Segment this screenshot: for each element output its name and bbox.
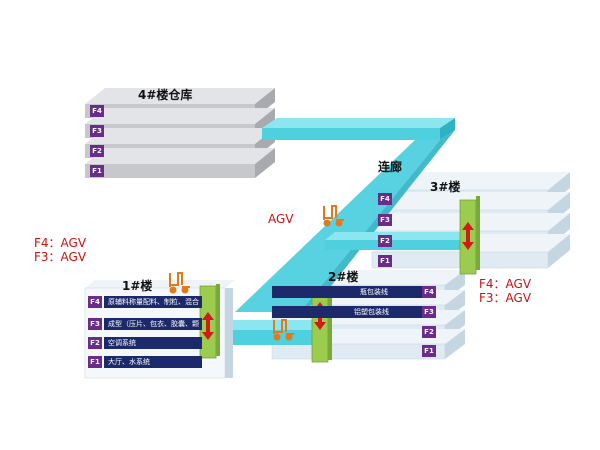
note-left-line2: F3：AGV <box>34 250 87 264</box>
b1-floor-f4: F4 <box>88 296 102 308</box>
warehouse-title: 4#楼仓库 <box>138 88 193 102</box>
b1-floor-f2: F2 <box>88 337 102 349</box>
agv-label: AGV <box>268 212 294 226</box>
b2-row-f3: 铝塑包装线 <box>272 306 422 318</box>
warehouse-floor-f2: F2 <box>90 145 104 157</box>
b2-floor-f2: F2 <box>422 326 436 338</box>
b2-floor-f3: F3 <box>422 306 436 318</box>
b3-floor-f3: F3 <box>378 214 392 226</box>
b2-row-f3-label: 铝塑包装线 <box>354 308 389 316</box>
building1-label: 1#楼 <box>122 279 153 293</box>
platform-forklift-icon <box>273 319 294 341</box>
warehouse-floor-f1: F1 <box>90 165 104 177</box>
building2-label: 2#楼 <box>328 270 359 284</box>
b2-floor-f4: F4 <box>422 286 436 298</box>
b1-row-f2: 空调系统 <box>104 337 202 349</box>
elevator-arrow-b3-icon <box>462 222 474 250</box>
b1-row-f1: 大厅、水系统 <box>104 356 202 368</box>
warehouse-floor-f4: F4 <box>90 105 104 117</box>
warehouse-slab-f1 <box>85 148 275 178</box>
b1-floor-f3: F3 <box>88 318 102 330</box>
b1-row-f3: 成型（压片、包衣、胶囊、颗粒） <box>104 318 202 340</box>
note-right-line1: F4：AGV <box>479 277 532 291</box>
b3-floor-f2: F2 <box>378 235 392 247</box>
agv-forklift-icon <box>323 205 344 227</box>
note-left-line1: F4：AGV <box>34 236 87 250</box>
b1-row-f4: 原辅料称量配料、制粒、混合 <box>104 296 202 308</box>
b3-floor-f1: F1 <box>378 255 392 267</box>
b3-floor-f4: F4 <box>378 193 392 205</box>
warehouse-floor-f3: F3 <box>90 125 104 137</box>
b2-floor-f1: F1 <box>422 345 436 357</box>
b2-row-f4: 瓶包装线 <box>272 286 422 298</box>
b1-forklift-icon <box>169 272 190 294</box>
elevator-arrow-b1-icon <box>202 312 214 340</box>
note-right-line2: F3：AGV <box>479 291 532 305</box>
building3-label: 3#楼 <box>430 180 461 194</box>
b1-floor-f1: F1 <box>88 356 102 368</box>
corridor-label: 连廊 <box>378 160 403 174</box>
b2-row-f4-label: 瓶包装线 <box>360 288 388 296</box>
